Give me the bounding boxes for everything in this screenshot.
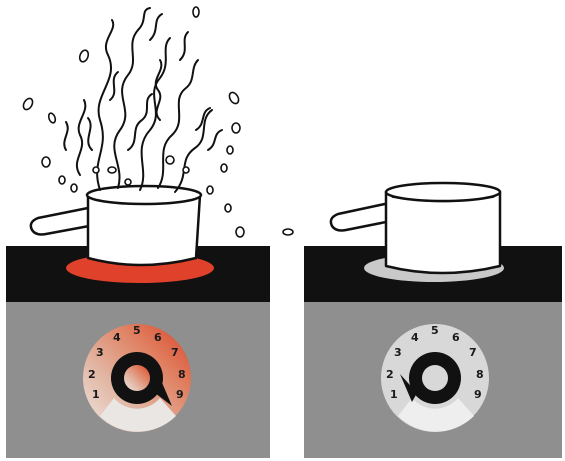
pot-body	[88, 195, 200, 265]
left-heat-dial[interactable]: 1 2 3 4 5 6 7 8 9	[83, 324, 191, 432]
right-scene: 1 2 3 4 5 6 7 8 9	[304, 183, 562, 458]
dial-number-9: 9	[474, 388, 482, 401]
dial-number-3: 3	[394, 346, 402, 359]
dial-number-1: 1	[390, 388, 398, 401]
pot-body	[386, 192, 500, 273]
right-dial-knob-center	[422, 365, 448, 391]
left-scene: 1 2 3 4 5 6 7 8 9	[6, 7, 293, 458]
dial-number-6: 6	[452, 331, 460, 344]
dial-number-6: 6	[154, 331, 162, 344]
pot-rim	[87, 186, 201, 204]
dial-number-7: 7	[469, 346, 477, 359]
dial-number-8: 8	[476, 368, 484, 381]
dial-number-4: 4	[113, 331, 121, 344]
dial-number-5: 5	[133, 324, 141, 337]
dial-number-5: 5	[431, 324, 439, 337]
dial-number-1: 1	[92, 388, 100, 401]
right-heat-dial[interactable]: 1 2 3 4 5 6 7 8 9	[381, 324, 489, 432]
dial-number-3: 3	[96, 346, 104, 359]
dial-number-7: 7	[171, 346, 179, 359]
left-dial-knob-center	[124, 365, 150, 391]
dial-number-2: 2	[88, 368, 96, 381]
dial-number-4: 4	[411, 331, 419, 344]
dial-number-9: 9	[176, 388, 184, 401]
dial-number-8: 8	[178, 368, 186, 381]
dial-number-2: 2	[386, 368, 394, 381]
steam-squiggles	[64, 8, 222, 192]
